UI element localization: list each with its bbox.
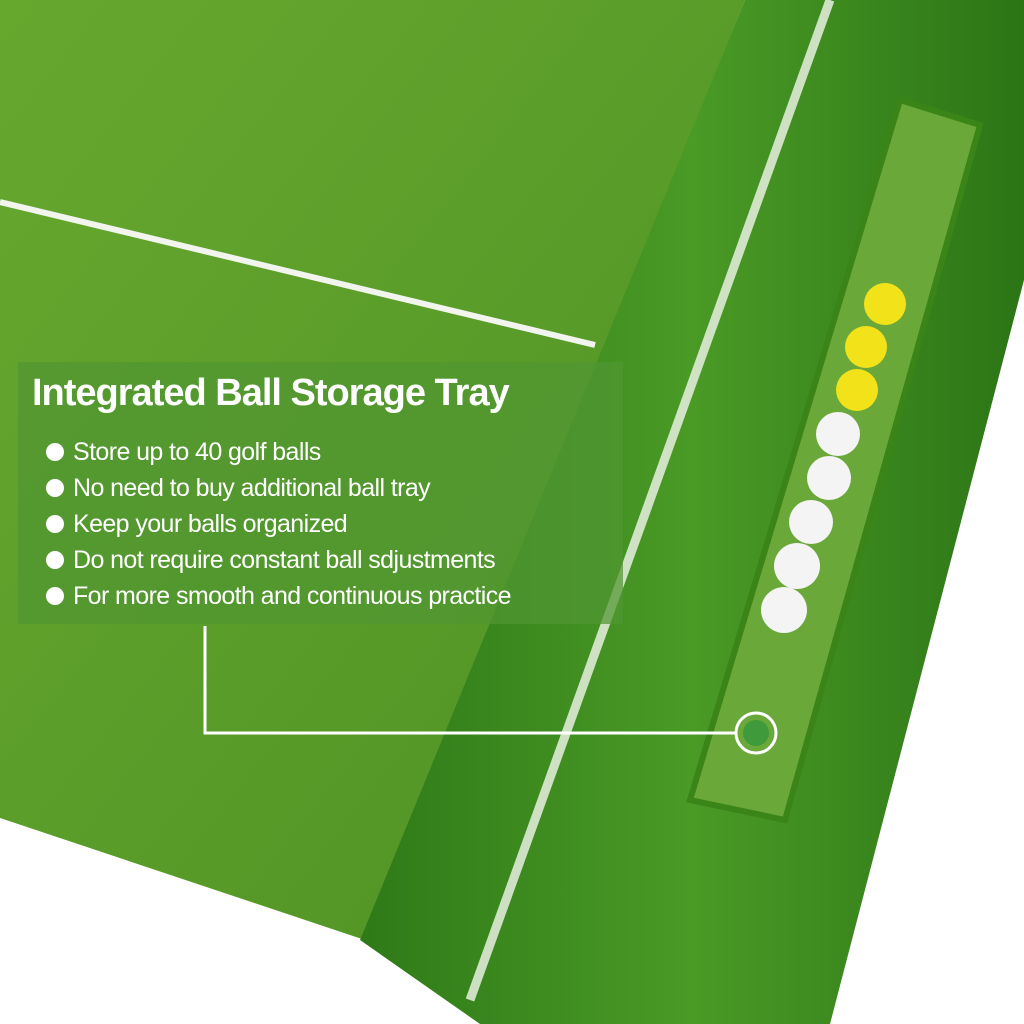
feature-text: Keep your balls organized — [73, 510, 348, 538]
list-item: For more smooth and continuous practice — [46, 578, 512, 614]
yellow-ball — [864, 283, 906, 325]
mat-white-line — [0, 199, 596, 348]
yellow-ball — [845, 326, 887, 368]
feature-callout: Integrated Ball Storage Tray Store up to… — [18, 362, 623, 624]
golf-balls — [761, 283, 906, 633]
list-item: Store up to 40 golf balls — [46, 434, 511, 470]
white-ball — [761, 587, 807, 633]
yellow-ball — [836, 369, 878, 411]
white-ball — [774, 543, 820, 589]
white-ball — [816, 412, 860, 456]
bullet-icon — [46, 587, 64, 605]
white-ball — [789, 500, 833, 544]
bullet-icon — [46, 443, 64, 461]
list-item: Do not require constant ball sdjustments — [46, 542, 511, 578]
feature-text: Store up to 40 golf balls — [73, 438, 321, 466]
callout-target-dot — [743, 720, 769, 746]
turf-white-line — [465, 0, 835, 1002]
list-item: No need to buy additional ball tray — [46, 470, 511, 506]
bullet-icon — [46, 551, 64, 569]
white-ball — [807, 456, 851, 500]
bullet-icon — [46, 515, 64, 533]
feature-text: Do not require constant ball sdjustments — [73, 546, 496, 574]
bullet-icon — [46, 479, 64, 497]
feature-text: No need to buy additional ball tray — [73, 474, 431, 502]
callout-target-marker — [734, 711, 778, 755]
feature-list: Store up to 40 golf balls No need to buy… — [46, 434, 512, 614]
feature-text: For more smooth and continuous practice — [73, 582, 512, 610]
callout-title: Integrated Ball Storage Tray — [32, 372, 510, 414]
callout-leader-line — [203, 626, 735, 735]
list-item: Keep your balls organized — [46, 506, 511, 542]
